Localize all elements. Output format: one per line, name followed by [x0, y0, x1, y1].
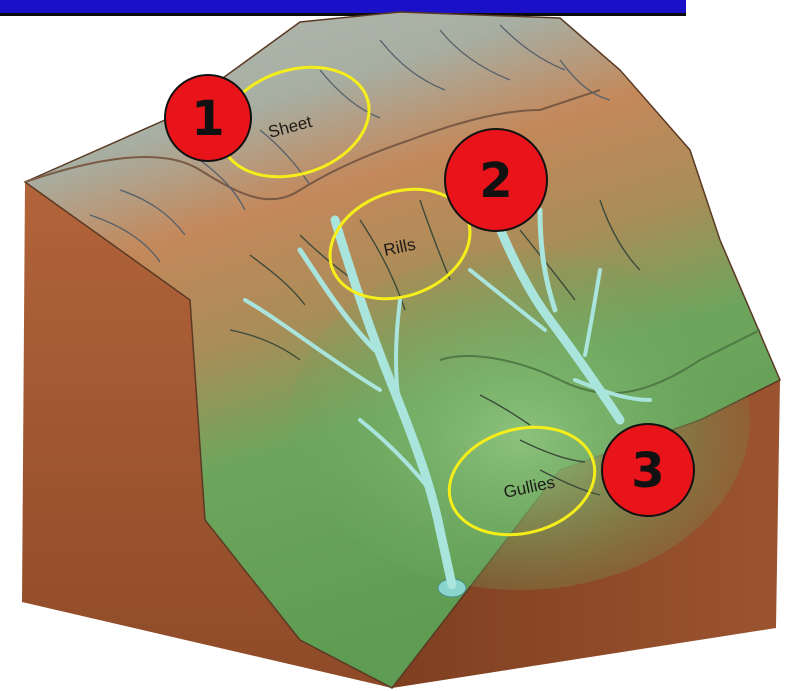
title-banner	[0, 0, 686, 16]
marker-2: 2	[445, 129, 547, 231]
marker-2-number: 2	[479, 153, 512, 209]
terrain-block	[22, 12, 780, 688]
title-banner-border	[0, 13, 686, 16]
marker-3: 3	[602, 424, 694, 516]
marker-1: 1	[165, 75, 251, 161]
marker-1-number: 1	[191, 91, 224, 147]
marker-3-number: 3	[631, 443, 664, 499]
title-banner-bar	[0, 0, 686, 14]
